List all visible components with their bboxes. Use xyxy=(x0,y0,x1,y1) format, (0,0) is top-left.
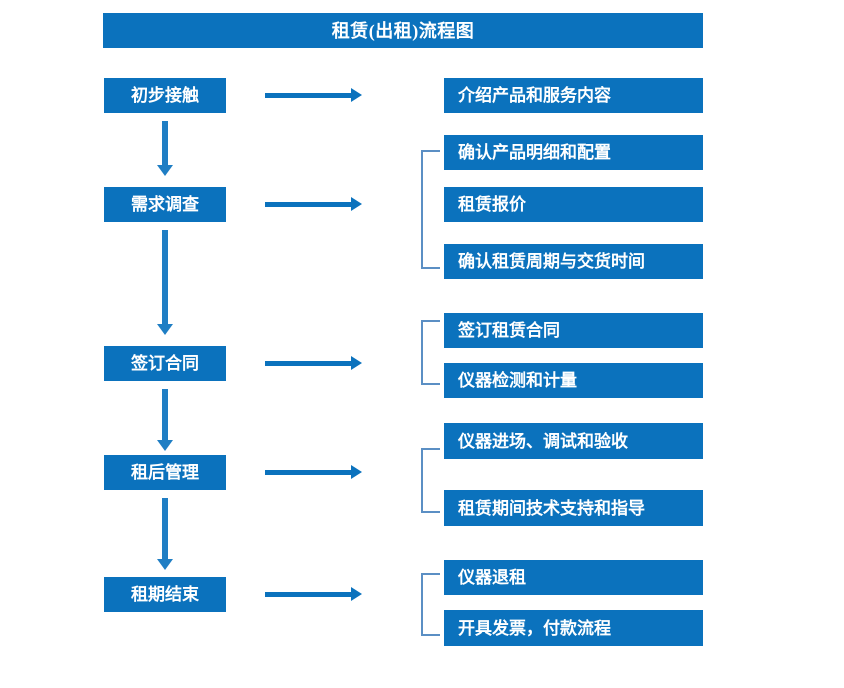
stage-label-4: 租后管理 xyxy=(131,463,199,482)
detail-box-3-2[interactable]: 仪器检测和计量 xyxy=(444,363,703,398)
arrow-shaft xyxy=(162,230,168,324)
flow-arrow-right-4 xyxy=(265,465,362,479)
flow-arrow-down-1 xyxy=(157,121,173,176)
arrow-shaft xyxy=(162,389,168,440)
detail-box-2-2[interactable]: 租赁报价 xyxy=(444,187,703,222)
arrow-shaft xyxy=(265,592,351,597)
stage-label-1: 初步接触 xyxy=(131,86,199,105)
group-bracket-4 xyxy=(421,448,440,513)
arrow-shaft xyxy=(265,202,351,207)
detail-box-2-3[interactable]: 确认租赁周期与交货时间 xyxy=(444,244,703,279)
arrow-head xyxy=(351,88,362,102)
flow-arrow-down-2 xyxy=(157,230,173,335)
group-bracket-3 xyxy=(421,320,440,385)
detail-box-2-1[interactable]: 确认产品明细和配置 xyxy=(444,135,703,170)
detail-box-4-1[interactable]: 仪器进场、调试和验收 xyxy=(444,423,703,459)
arrow-shaft xyxy=(265,93,351,98)
arrow-shaft xyxy=(265,470,351,475)
flow-arrow-down-4 xyxy=(157,498,173,570)
detail-label-2-1: 确认产品明细和配置 xyxy=(458,143,611,162)
group-bracket-5 xyxy=(421,573,440,636)
stage-box-4[interactable]: 租后管理 xyxy=(104,455,226,490)
detail-label-3-2: 仪器检测和计量 xyxy=(458,371,577,390)
detail-label-4-2: 租赁期间技术支持和指导 xyxy=(458,498,645,518)
stage-label-3: 签订合同 xyxy=(131,354,199,373)
detail-box-5-1[interactable]: 仪器退租 xyxy=(444,560,703,595)
arrow-head xyxy=(351,356,362,370)
arrow-shaft xyxy=(162,498,168,559)
detail-label-2-3: 确认租赁周期与交货时间 xyxy=(458,252,645,271)
stage-box-3[interactable]: 签订合同 xyxy=(104,346,226,381)
flow-arrow-right-2 xyxy=(265,197,362,211)
arrow-shaft xyxy=(162,121,168,165)
stage-box-5[interactable]: 租期结束 xyxy=(104,577,226,612)
detail-label-1-1: 介绍产品和服务内容 xyxy=(458,86,611,105)
detail-label-5-1: 仪器退租 xyxy=(458,568,526,587)
arrow-head xyxy=(157,440,173,451)
arrow-head xyxy=(157,165,173,176)
detail-label-3-1: 签订租赁合同 xyxy=(458,321,560,340)
arrow-head xyxy=(157,324,173,335)
flow-arrow-down-3 xyxy=(157,389,173,451)
detail-box-3-1[interactable]: 签订租赁合同 xyxy=(444,313,703,348)
detail-label-2-2: 租赁报价 xyxy=(458,195,526,214)
stage-box-2[interactable]: 需求调查 xyxy=(104,187,226,222)
arrow-head xyxy=(157,559,173,570)
arrow-head xyxy=(351,197,362,211)
detail-box-5-2[interactable]: 开具发票，付款流程 xyxy=(444,610,703,646)
flow-arrow-right-1 xyxy=(265,88,362,102)
group-bracket-2 xyxy=(421,150,440,269)
flow-arrow-right-5 xyxy=(265,587,362,601)
arrow-shaft xyxy=(265,361,351,366)
chart-title-bar: 租赁(出租)流程图 xyxy=(103,13,703,48)
stage-label-2: 需求调查 xyxy=(131,195,199,214)
detail-label-4-1: 仪器进场、调试和验收 xyxy=(458,431,628,451)
detail-label-5-2: 开具发票，付款流程 xyxy=(458,618,611,638)
flow-arrow-right-3 xyxy=(265,356,362,370)
detail-box-1-1[interactable]: 介绍产品和服务内容 xyxy=(444,78,703,113)
arrow-head xyxy=(351,465,362,479)
stage-label-5: 租期结束 xyxy=(131,585,199,604)
detail-box-4-2[interactable]: 租赁期间技术支持和指导 xyxy=(444,490,703,526)
arrow-head xyxy=(351,587,362,601)
stage-box-1[interactable]: 初步接触 xyxy=(104,78,226,113)
chart-title: 租赁(出租)流程图 xyxy=(331,20,475,41)
